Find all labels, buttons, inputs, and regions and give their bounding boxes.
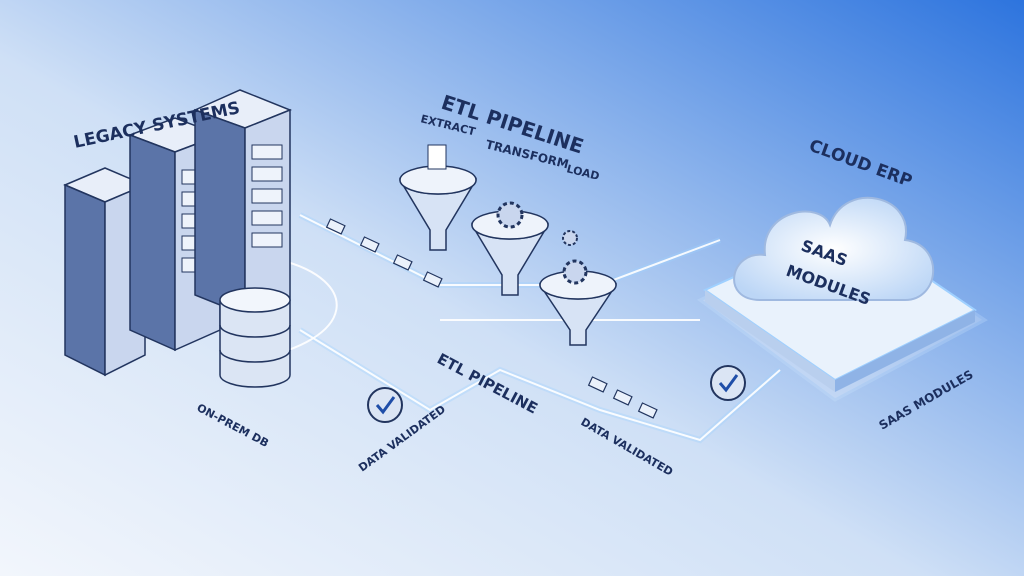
gear-icon	[562, 259, 588, 285]
server-rack	[192, 89, 293, 317]
legacy-server-racks	[63, 89, 293, 377]
gear-icon	[496, 201, 524, 229]
database-icon	[219, 287, 291, 388]
funnel-load	[539, 230, 617, 346]
gear-icon	[562, 230, 578, 246]
cloud-erp-platform	[697, 196, 988, 402]
etl-funnels	[399, 144, 617, 346]
funnel-transform	[471, 201, 549, 296]
check-badge-icon	[710, 365, 746, 401]
cloud-icon	[733, 196, 935, 301]
check-badge-icon	[367, 387, 403, 423]
data-packets	[325, 218, 658, 419]
funnel-extract	[399, 144, 477, 251]
document-icon	[427, 144, 447, 170]
